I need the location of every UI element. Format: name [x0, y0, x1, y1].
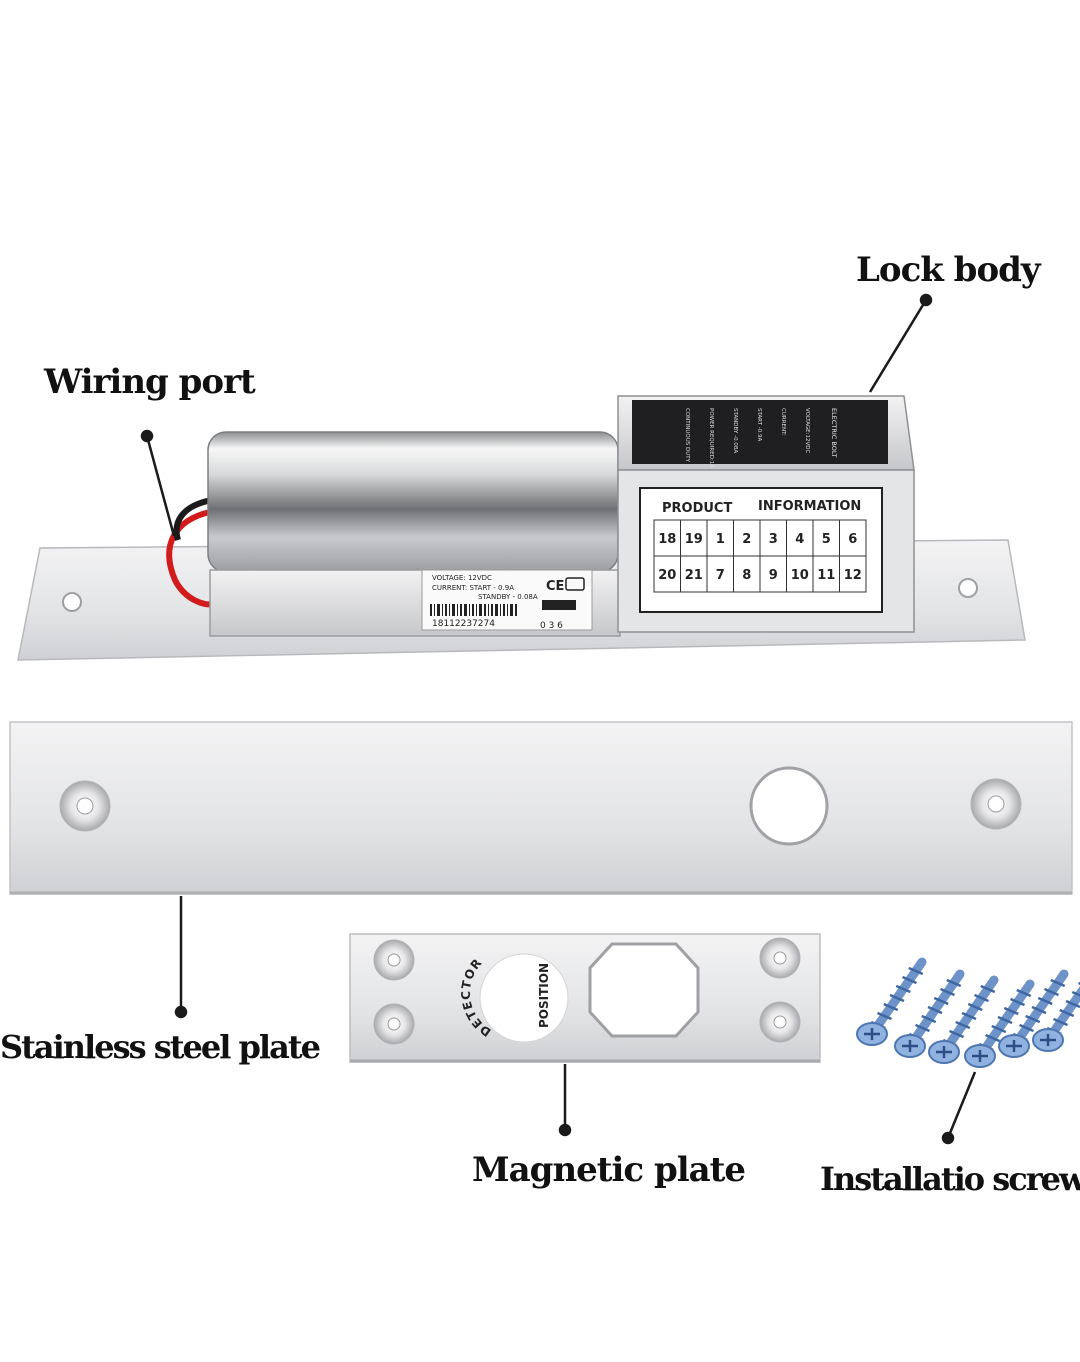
top-label-title: ELECTRIC BOLT — [830, 408, 838, 458]
leader-lines — [140, 293, 977, 1145]
sticker-standby: STANDBY - 0.08A — [478, 593, 538, 601]
leader-screws — [946, 1071, 977, 1139]
sticker-black-tab — [542, 600, 576, 610]
steel-plate-center-hole — [749, 766, 829, 846]
top-label-line-5: POWER REQUIRED:1A — [708, 408, 714, 468]
product-info-title-right: INFORMATION — [758, 499, 861, 514]
detector-disc — [479, 953, 569, 1043]
screw — [894, 969, 965, 1058]
terminal-number: 4 — [795, 532, 804, 547]
terminal-number: 9 — [769, 568, 778, 583]
terminal-number: 18 — [658, 532, 676, 547]
terminal-number: 3 — [769, 532, 778, 547]
position-text: POSITION — [537, 963, 551, 1028]
top-label-line-6: CONTINUOUS DUTY — [684, 408, 690, 463]
terminal-number: 19 — [685, 532, 703, 547]
terminal-number: 1 — [716, 532, 725, 547]
sticker-current-start: CURRENT: START - 0.9A — [432, 584, 514, 592]
label-magnetic-plate: Magnetic plate — [472, 1150, 746, 1190]
terminal-number: 12 — [844, 568, 862, 583]
product-info-title-left: PRODUCT — [662, 501, 732, 516]
sticker-code: 0 3 6 — [540, 621, 563, 631]
terminal-number: 20 — [658, 568, 676, 583]
terminal-number: 21 — [685, 568, 703, 583]
screw — [964, 979, 1035, 1068]
leader-wiring-port — [145, 435, 176, 537]
top-label-line-1: VOLTAGE:12VDC — [804, 408, 810, 453]
top-label-line-2: CURRENT: — [780, 408, 786, 436]
stainless-steel-plate — [9, 721, 1073, 895]
terminal-number: 10 — [791, 568, 809, 583]
label-lock-body: Lock body — [856, 250, 1041, 290]
terminal-number: 8 — [742, 568, 751, 583]
lock-sticker: VOLTAGE: 12VDC CURRENT: START - 0.9A STA… — [421, 569, 593, 631]
lock-top-label: ELECTRIC BOLT VOLTAGE:12VDC CURRENT: STA… — [632, 400, 888, 468]
terminal-cell — [839, 555, 867, 593]
screw — [998, 969, 1069, 1058]
ce-mark: CE — [546, 579, 564, 594]
lock-assembly: VOLTAGE: 12VDC CURRENT: START - 0.9A STA… — [17, 395, 1026, 661]
lock-plate-hole-left — [62, 592, 82, 612]
certification-mark — [565, 577, 585, 591]
lock-cylinder — [207, 431, 619, 573]
screw — [856, 957, 927, 1046]
label-installation-screw: Installatio screw — [820, 1160, 1080, 1198]
installation-screws — [856, 957, 1080, 1068]
sticker-voltage: VOLTAGE: 12VDC — [432, 574, 492, 582]
screw — [1032, 981, 1080, 1052]
terminal-number: 11 — [817, 568, 835, 583]
sticker-serial: 18112237274 — [432, 619, 495, 629]
wire-black — [173, 497, 213, 541]
terminal-number: 6 — [848, 532, 857, 547]
terminal-number: 5 — [822, 532, 831, 547]
wire-red — [166, 509, 213, 608]
terminal-number: 2 — [742, 532, 751, 547]
top-label-line-3: START -0.9A — [756, 408, 762, 441]
top-label-line-4: STANDBY -0.08A — [732, 408, 738, 453]
leader-lock-body — [868, 299, 928, 393]
terminal-number: 7 — [716, 568, 725, 583]
screw — [928, 975, 999, 1064]
magnetic-plate-slot — [588, 942, 700, 1038]
label-stainless-steel-plate: Stainless steel plate — [0, 1028, 321, 1066]
label-wiring-port: Wiring port — [44, 362, 256, 402]
magnetic-plate-part: DETECTOR POSITION — [349, 933, 821, 1063]
lock-plate-hole-right — [958, 578, 978, 598]
barcode — [430, 604, 517, 616]
